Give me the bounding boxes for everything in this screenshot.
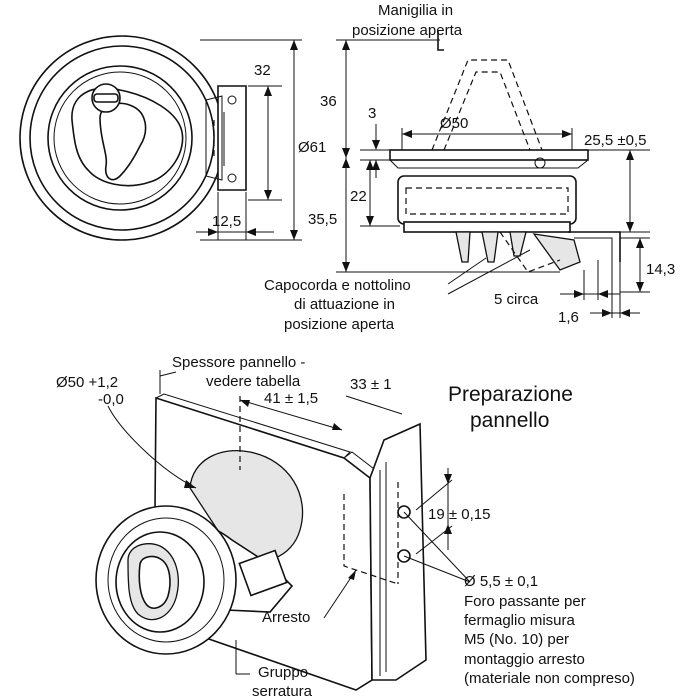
dim-33-text: 33 ± 1 [350, 376, 392, 393]
panel-thickness-line1: Spessore pannello - [172, 354, 305, 371]
prep-title-line2: pannello [470, 409, 549, 432]
dim-5-circa: 5 circa [494, 260, 620, 308]
dim-5-circa-text: 5 circa [494, 291, 539, 308]
dim-19-text: 19 ± 0,15 [428, 506, 490, 523]
dim-36: 36 [320, 39, 440, 158]
dim-d61: Ø61 [200, 39, 326, 241]
dim-35-5: 35,5 [308, 158, 560, 273]
dim-35-5-text: 35,5 [308, 211, 337, 228]
prep-title-line1: Preparazione [448, 383, 573, 406]
cam-text-line3: posizione aperta [284, 316, 395, 333]
lock-group-line1: Gruppo [258, 664, 308, 681]
side-view [389, 30, 621, 273]
dim-22-text: 22 [350, 188, 367, 205]
hole-text-line5: (materiale non compreso) [464, 670, 635, 687]
hole-text-line3: M5 (No. 10) per [464, 631, 569, 648]
dim-d50-tol-a: Ø50 +1,2 [56, 374, 118, 391]
dim-41-text: 41 ± 1,5 [264, 390, 318, 407]
hole-text-line4: montaggio arresto [464, 651, 585, 668]
dim-d50-tol-b: -0,0 [98, 391, 124, 408]
dim-3: 3 [360, 105, 392, 178]
dim-1-6: 1,6 [558, 262, 640, 326]
dim-d50-text: Ø50 [440, 115, 468, 132]
handle-open-line1: Manigilia in [378, 2, 453, 19]
dim-12-5-text: 12,5 [212, 213, 241, 230]
hole-text-line1: Foro passante per [464, 593, 586, 610]
front-view [19, 35, 247, 241]
dim-36-text: 36 [320, 93, 337, 110]
dim-12-5: 12,5 [196, 192, 274, 240]
lock-group-line2: serratura [252, 683, 313, 700]
dim-22: 22 [350, 160, 400, 227]
dim-d50: Ø50 [401, 115, 573, 150]
dim-3-text: 3 [368, 105, 376, 122]
dim-14-3-text: 14,3 [646, 261, 675, 278]
cam-text-line1: Capocorda e nottolino [264, 277, 411, 294]
dim-25-5-text: 25,5 ±0,5 [584, 132, 646, 149]
dim-1-6-text: 1,6 [558, 309, 579, 326]
panel-thickness-line2: vedere tabella [206, 373, 301, 390]
dim-d5-5-text: Ø 5,5 ± 0,1 [464, 573, 538, 590]
cam-text-line2: di attuazione in [294, 296, 395, 313]
dim-14-3: 14,3 [620, 237, 675, 293]
dim-d61-text: Ø61 [298, 139, 326, 156]
dim-25-5: 25,5 ±0,5 [584, 132, 650, 233]
dim-32-text: 32 [254, 62, 271, 79]
stop-label: Arresto [262, 609, 310, 626]
iso-view [95, 393, 427, 691]
handle-open-line2: posizione aperta [352, 22, 463, 39]
dim-32: 32 [248, 62, 282, 201]
hole-text-line2: fermaglio misura [464, 612, 576, 629]
